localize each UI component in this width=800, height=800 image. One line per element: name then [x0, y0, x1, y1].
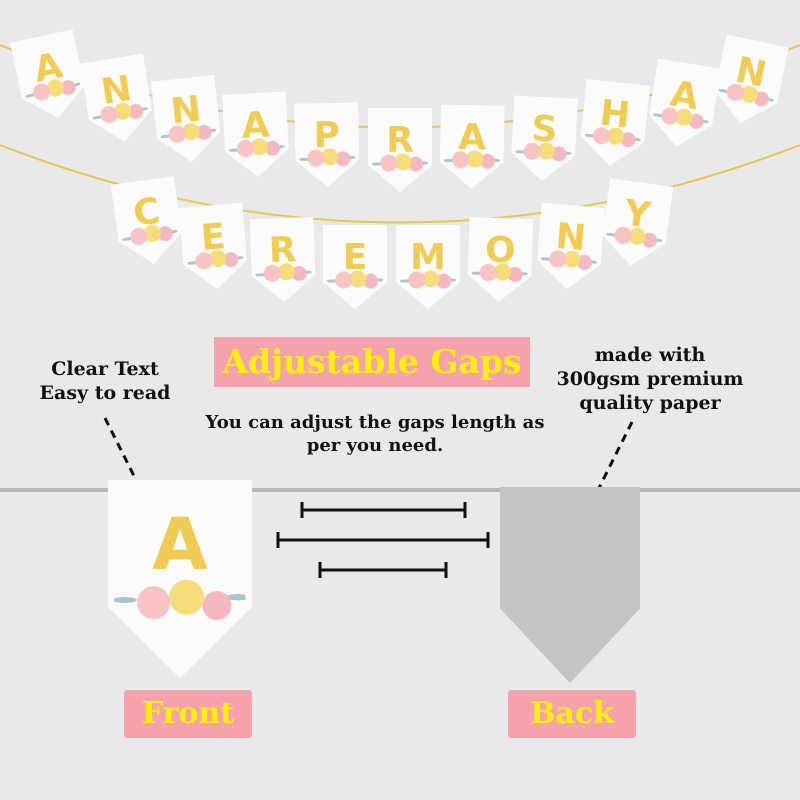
front-label-badge: Front: [124, 690, 252, 738]
floral-decoration-icon: [400, 269, 456, 291]
back-label: Back: [530, 696, 614, 731]
back-label-badge: Back: [508, 690, 636, 738]
floral-decoration-icon: [299, 147, 355, 170]
paper-line3: quality paper: [579, 391, 721, 414]
floral-decoration-icon: [327, 269, 383, 291]
floral-decoration-icon: [255, 261, 312, 285]
gaps-note: You can adjust the gaps length as per yo…: [205, 412, 545, 456]
floral-decoration-icon: [114, 572, 246, 628]
adjustable-gaps-title: Adjustable Gaps: [222, 342, 522, 381]
clear-text-note: Clear Text Easy to read: [20, 358, 190, 406]
clear-text-line2: Easy to read: [39, 381, 171, 404]
front-label: Front: [141, 696, 235, 731]
pointer-paper-quality: [596, 421, 634, 491]
banner-string-bottom: [0, 144, 800, 224]
floral-decoration-icon: [444, 149, 500, 172]
paper-quality-note: made with 300gsm premium quality paper: [540, 344, 760, 415]
paper-line1: made with: [594, 344, 706, 366]
adjustable-gaps-badge: Adjustable Gaps: [214, 337, 530, 387]
paper-line2: 300gsm premium: [556, 367, 744, 390]
floral-decoration-icon: [372, 152, 428, 174]
clear-text-line1: Clear Text: [51, 358, 159, 380]
